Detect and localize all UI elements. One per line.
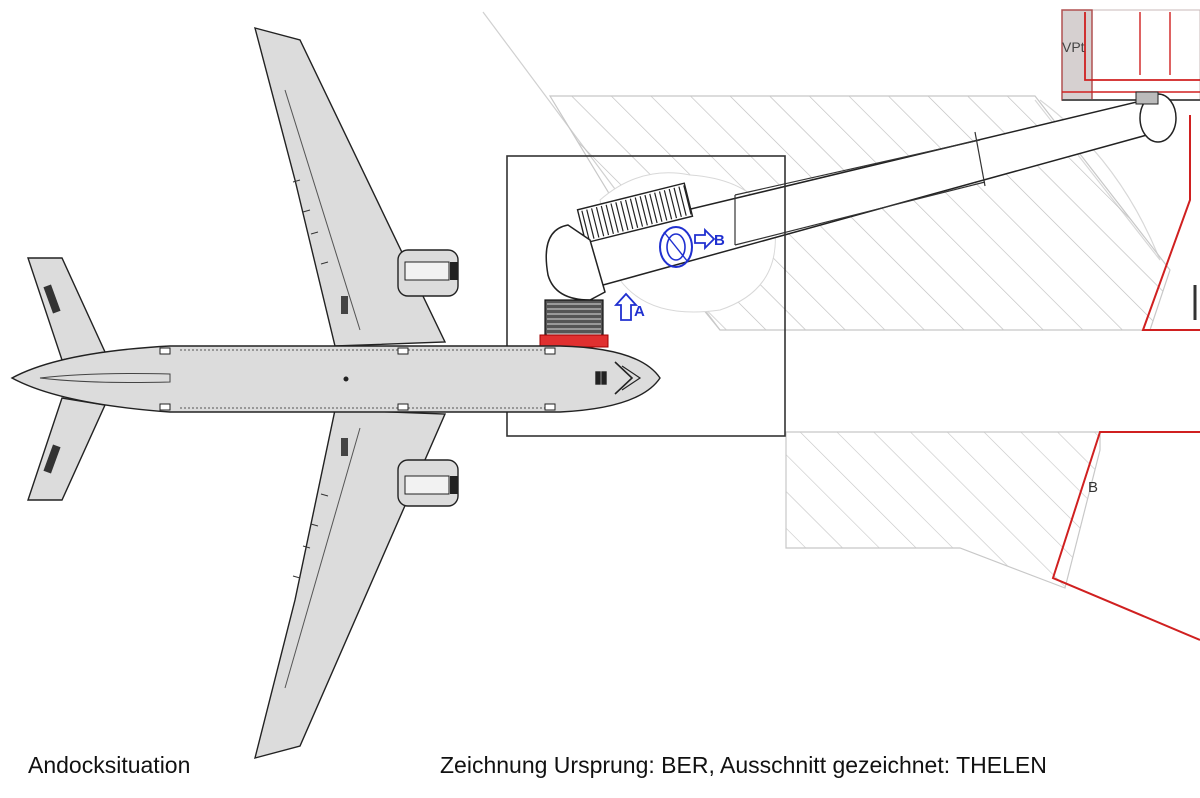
arrow-a-label: A xyxy=(634,303,645,320)
caption-drawing-source: Zeichnung Ursprung: BER, Ausschnitt geze… xyxy=(440,752,1047,778)
door-marker xyxy=(159,347,171,355)
flap-fairing xyxy=(302,209,311,213)
flap-fairing xyxy=(310,523,319,527)
wheel-bogie xyxy=(659,226,693,268)
door-marker xyxy=(397,403,409,411)
engine-lower xyxy=(397,459,459,507)
bellow-pleat xyxy=(658,191,668,221)
tail-lower xyxy=(27,397,107,501)
door-marker xyxy=(397,347,409,355)
bellow-pleat xyxy=(586,209,595,239)
boarding-bridge: B A xyxy=(539,91,1177,358)
flap-fairing xyxy=(320,493,329,497)
bellow-pleat xyxy=(605,204,614,234)
detail-frame xyxy=(506,155,786,437)
bellow-pleat xyxy=(663,190,673,220)
arrow-a-indicator: A xyxy=(613,292,645,321)
bellows xyxy=(576,182,694,244)
area-b-label: B xyxy=(1088,479,1098,496)
aircraft xyxy=(10,27,661,759)
bellow-pleat xyxy=(600,205,610,236)
door-marker xyxy=(544,403,556,411)
red-wall-upper xyxy=(1141,115,1200,331)
arrow-b-indicator: B xyxy=(694,227,725,251)
flap-fairing xyxy=(292,179,301,183)
bellow-pleat xyxy=(634,197,644,227)
bellow-pleat xyxy=(595,207,605,237)
lower-hatched-wall xyxy=(785,431,1101,589)
bellow-pleat xyxy=(683,185,692,215)
bellow-pleat xyxy=(591,208,600,238)
vp-label: VPt xyxy=(1062,39,1085,55)
bellow-pleat xyxy=(649,193,658,224)
flap-fairing xyxy=(320,261,329,265)
fuselage xyxy=(10,345,661,413)
bellow-pleat xyxy=(668,188,678,219)
door-marker xyxy=(159,403,171,411)
tail-upper xyxy=(27,257,107,361)
bellow-pleat xyxy=(678,186,687,216)
bellow-pleat xyxy=(624,199,634,230)
bellow-pleat xyxy=(644,194,653,225)
flap-fairing xyxy=(310,231,319,235)
bellow-pleat xyxy=(629,198,639,228)
bellow-pleat xyxy=(654,192,663,222)
caption-docking-situation: Andocksituation xyxy=(28,752,191,778)
flap-fairing xyxy=(302,545,311,549)
engine-upper xyxy=(397,249,459,297)
red-wall-lower xyxy=(1051,431,1200,641)
bellow-pleat xyxy=(639,196,648,226)
bellow-pleat xyxy=(615,202,624,232)
door-marker xyxy=(544,347,556,355)
gate-building: VPt xyxy=(1061,9,1200,101)
bellow-pleat xyxy=(610,203,619,233)
bellow-pleat xyxy=(673,187,682,218)
arrow-b-label: B xyxy=(714,232,725,249)
flap-fairing xyxy=(292,575,301,579)
bellow-pleat xyxy=(620,200,629,231)
bellow-pleat xyxy=(581,210,590,241)
